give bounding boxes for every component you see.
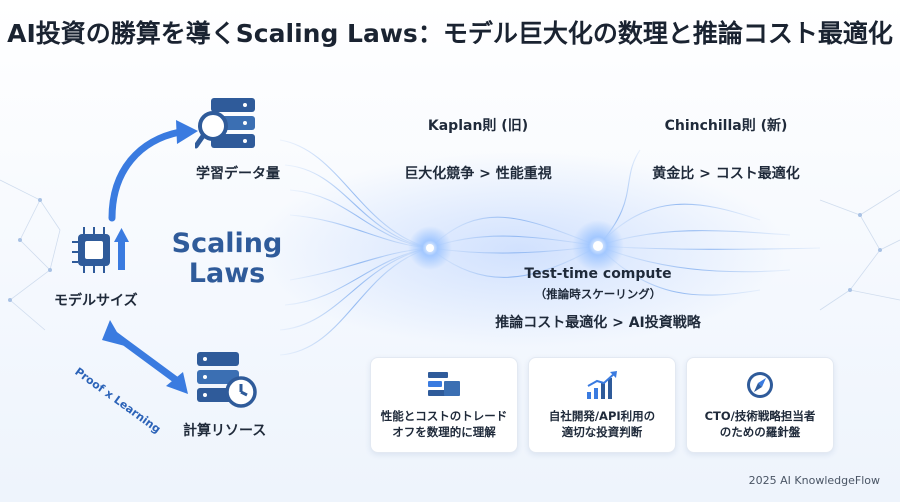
- laws-word: Laws: [188, 258, 266, 289]
- compass-icon: [747, 372, 773, 398]
- card-investment: 自社開発/API利用の 適切な投資判断: [528, 357, 676, 453]
- card-line2: 適切な投資判断: [561, 425, 643, 439]
- card-line2: オフを数理的に理解: [392, 425, 496, 439]
- card-tradeoff: 性能とコストのトレード オフを数理的に理解: [370, 357, 518, 453]
- scaling-laws-heading: Scaling Laws: [168, 229, 286, 289]
- testtime-title: Test-time compute: [524, 266, 672, 282]
- data-volume-label: 学習データ量: [196, 166, 280, 182]
- chinchilla-title: Chinchilla則 (新): [664, 118, 788, 134]
- server-clock-icon: [197, 352, 257, 408]
- page-title: AI投資の勝算を導くScaling Laws：モデル巨大化の数理と推論コスト最適…: [7, 19, 893, 48]
- compute-resource-label: 計算リソース: [183, 423, 267, 439]
- footer-credit: 2025 AI KnowledgeFlow: [748, 474, 880, 487]
- scaling-word: Scaling: [171, 228, 283, 259]
- card-text: 自社開発/API利用の 適切な投資判断: [533, 408, 671, 440]
- kaplan-title: Kaplan則 (旧): [427, 118, 529, 134]
- card-text: CTO/技術戦略担当者 のための羅針盤: [691, 408, 829, 440]
- card-line2: のための羅針盤: [719, 425, 801, 439]
- chip-growth-icon: [72, 227, 129, 273]
- card-compass: CTO/技術戦略担当者 のための羅針盤: [686, 357, 834, 453]
- tradeoff-blocks-icon: [428, 372, 460, 396]
- chinchilla-desc: 黄金比 > コスト最適化: [652, 166, 800, 182]
- card-line1: CTO/技術戦略担当者: [704, 409, 816, 423]
- testtime-subtitle: （推論時スケーリング）: [534, 287, 662, 301]
- testtime-desc: 推論コスト最適化 > AI投資戦略: [495, 315, 701, 331]
- card-line1: 自社開発/API利用の: [548, 409, 656, 423]
- card-line1: 性能とコストのトレード: [380, 409, 508, 423]
- database-search-icon: [195, 98, 255, 149]
- model-size-label: モデルサイズ: [54, 293, 138, 309]
- card-text: 性能とコストのトレード オフを数理的に理解: [375, 408, 513, 440]
- kaplan-desc: 巨大化競争 > 性能重視: [404, 166, 552, 182]
- growth-chart-icon: [587, 371, 617, 399]
